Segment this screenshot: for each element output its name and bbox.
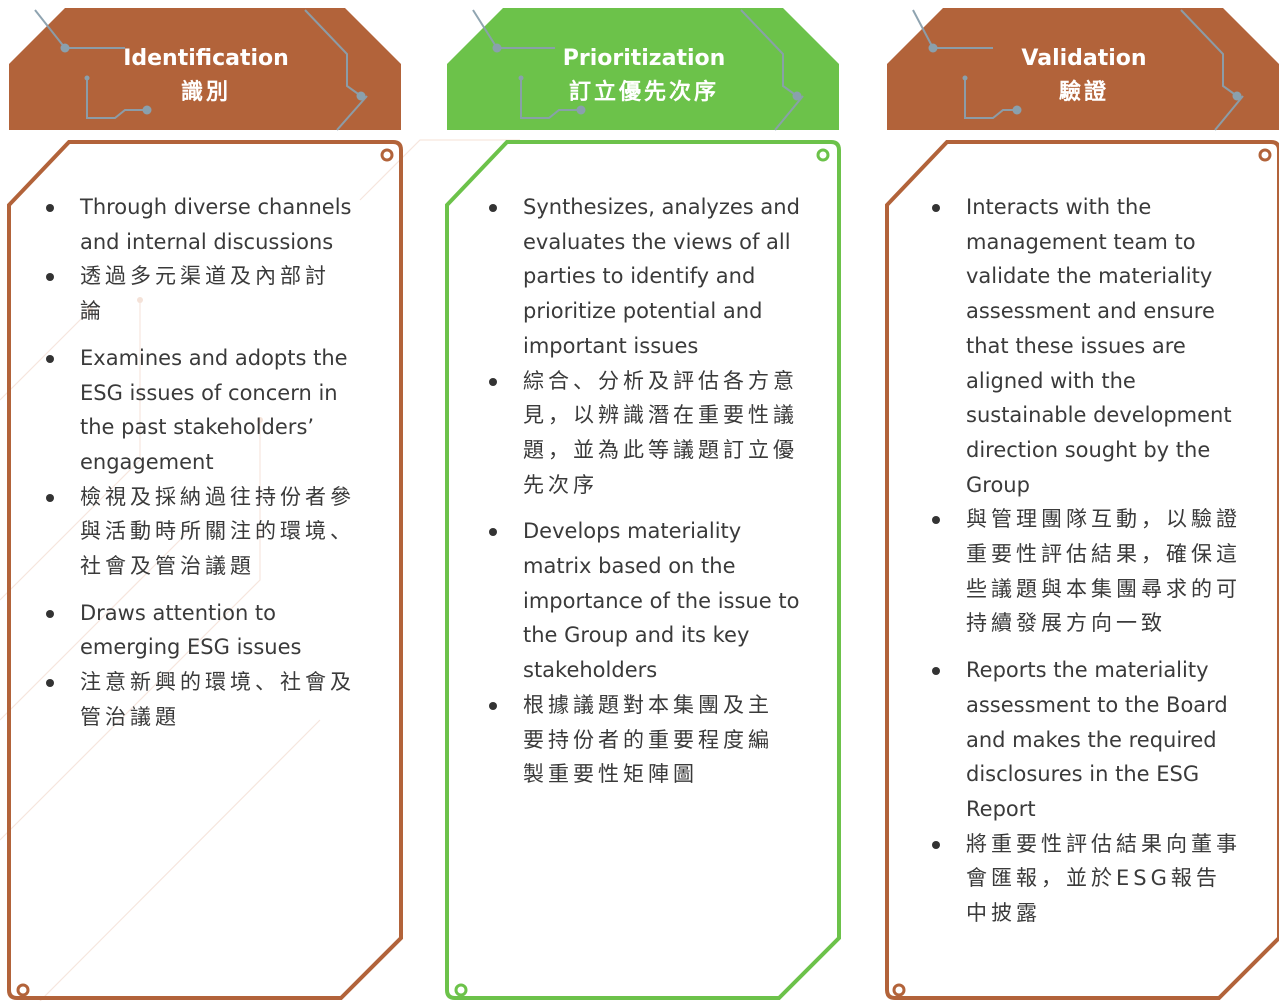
list-item: 透過多元渠道及內部討論 <box>46 259 348 328</box>
stage-title-zh: 驗證 <box>1058 80 1109 105</box>
list-item: Interacts with the management team to va… <box>932 190 1244 502</box>
list-item: 綜合、分析及評估各方意見，以辨識潛在重要性議題，並為此等議題訂立優先次序 <box>489 364 813 503</box>
list-item: Develops materiality matrix based on the… <box>489 514 803 688</box>
stage-title-en: Validation <box>1021 46 1147 71</box>
stage-items: Synthesizes, analyzes and evaluates the … <box>489 190 813 792</box>
stage-frame <box>885 8 1279 1000</box>
stage-title-en: Prioritization <box>562 46 726 71</box>
stage-title: Identification 識別 <box>7 42 405 110</box>
stage-title: Prioritization 訂立優先次序 <box>445 42 843 110</box>
list-item: Examines and adopts the ESG issues of co… <box>46 341 360 480</box>
stage-frame <box>445 8 841 1000</box>
list-item: 注意新興的環境、社會及管治議題 <box>46 665 370 734</box>
list-item: 檢視及採納過往持份者參與活動時所關注的環境、社會及管治議題 <box>46 480 370 584</box>
list-item: Through diverse channels and internal di… <box>46 190 370 259</box>
stage-title: Validation 驗證 <box>885 42 1279 110</box>
stage-validation: Validation 驗證 Interacts with the managem… <box>885 0 1279 1001</box>
list-item: Reports the materiality assessment to th… <box>932 653 1241 827</box>
list-item: 根據議題對本集團及主要持份者的重要程度編製重要性矩陣圖 <box>489 688 791 792</box>
stage-title-zh: 識別 <box>180 80 231 105</box>
list-item: 將重要性評估結果向董事會匯報，並於ESG報告中披露 <box>932 827 1241 931</box>
stage-frame <box>7 8 403 1000</box>
stage-identification: Identification 識別 Through diverse channe… <box>7 0 405 1001</box>
stage-prioritization: Prioritization 訂立優先次序 Synthesizes, analy… <box>445 0 843 1001</box>
stage-items: Through diverse channels and internal di… <box>46 190 370 735</box>
stage-items: Interacts with the management team to va… <box>932 190 1256 931</box>
list-item: Draws attention to emerging ESG issues <box>46 596 320 665</box>
list-item: 與管理團隊互動，以驗證重要性評估結果，確保這些議題與本集團尋求的可持續發展方向一… <box>932 502 1256 641</box>
list-item: Synthesizes, analyzes and evaluates the … <box>489 190 808 364</box>
stage-title-zh: 訂立優先次序 <box>568 80 719 105</box>
stage-title-en: Identification <box>123 46 289 71</box>
